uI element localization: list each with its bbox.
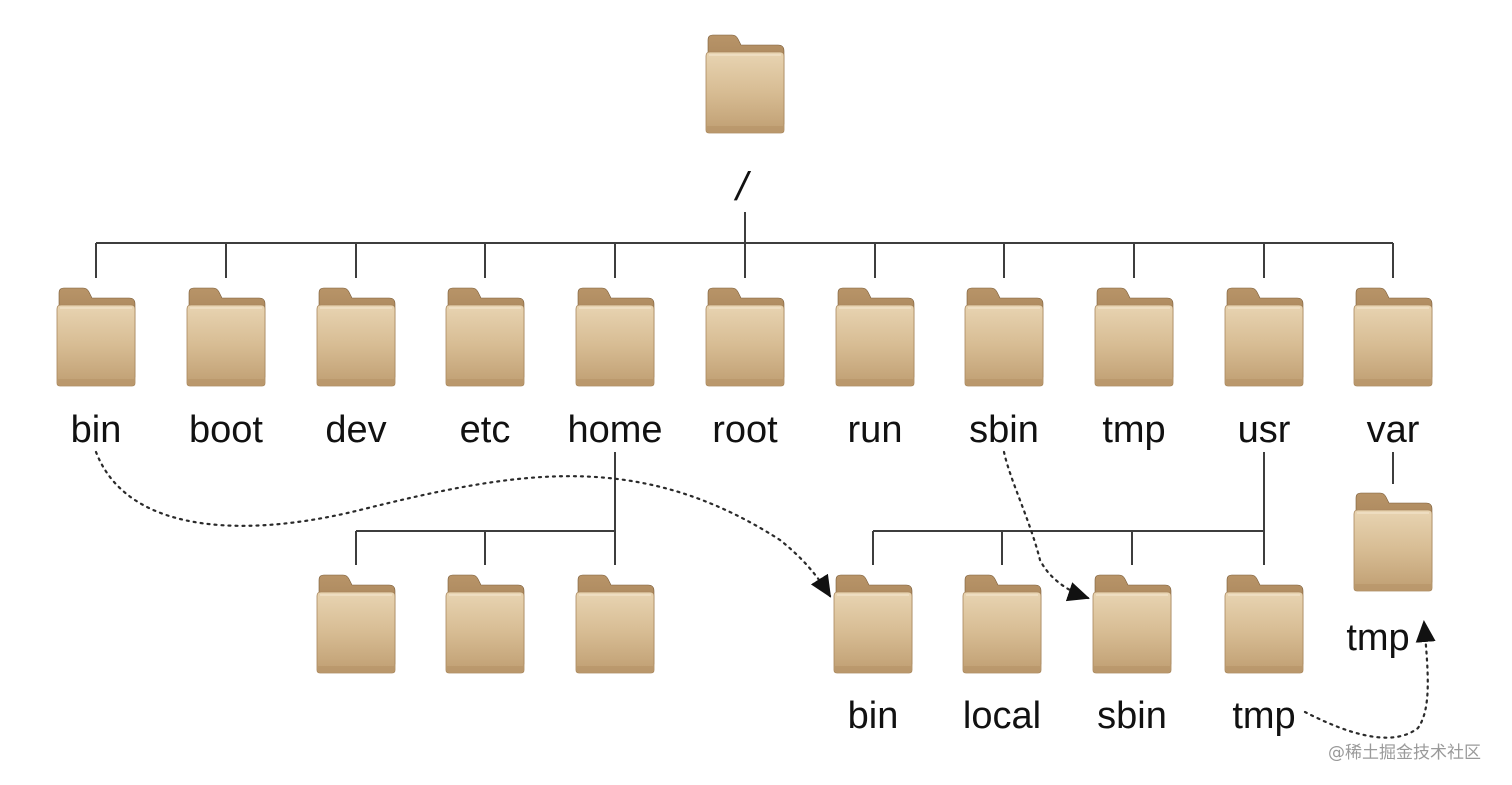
top-level-label-bin: bin (71, 409, 122, 451)
folder-labels: / bin boot dev etc home root run sbin tmp usr var bi… (71, 163, 1420, 737)
usr-child-label-bin: bin (848, 695, 899, 737)
symlink-arrow-usr-tmp-to-var-tmp (1303, 620, 1436, 739)
folder-run-icon (835, 287, 915, 387)
symlink-arrow-bin-to-usr-bin (94, 450, 832, 598)
top-level-label-sbin: sbin (969, 409, 1039, 451)
top-level-label-usr: usr (1238, 409, 1291, 451)
folder-icons (56, 34, 1433, 674)
top-level-label-home: home (567, 409, 662, 451)
usr-local-folder-icon (962, 574, 1042, 674)
folder-home-icon (575, 287, 655, 387)
tree-connector-lines (95, 212, 1394, 565)
usr-bin-folder-icon (833, 574, 913, 674)
usr-child-label-local: local (963, 695, 1041, 737)
usr-sbin-folder-icon (1092, 574, 1172, 674)
folder-tmp-icon (1094, 287, 1174, 387)
top-level-label-etc: etc (460, 409, 511, 451)
home-user-folder-icon (445, 574, 525, 674)
folder-boot-icon (186, 287, 266, 387)
top-level-label-boot: boot (189, 409, 263, 451)
folder-usr-icon (1224, 287, 1304, 387)
home-user-folder-icon (575, 574, 655, 674)
folder-root-icon (705, 287, 785, 387)
symlink-arrow-sbin-to-usr-sbin (1002, 450, 1090, 602)
top-level-label-root: root (712, 409, 778, 451)
usr-tmp-folder-icon (1224, 574, 1304, 674)
root-label: / (732, 163, 754, 208)
top-level-label-tmp: tmp (1102, 409, 1165, 451)
var-child-label-tmp: tmp (1346, 617, 1409, 659)
top-level-label-run: run (848, 409, 903, 451)
watermark-text: @稀土掘金技术社区 (1328, 743, 1481, 763)
var-tmp-folder-icon (1353, 492, 1433, 592)
folder-dev-icon (316, 287, 396, 387)
root-folder-icon (705, 34, 785, 134)
folder-bin-icon (56, 287, 136, 387)
folder-etc-icon (445, 287, 525, 387)
symlink-arrows (94, 450, 1436, 739)
usr-child-label-sbin: sbin (1097, 695, 1167, 737)
folder-var-icon (1353, 287, 1433, 387)
top-level-label-var: var (1367, 409, 1420, 451)
top-level-label-dev: dev (325, 409, 386, 451)
folder-sbin-icon (964, 287, 1044, 387)
home-user-folder-icon (316, 574, 396, 674)
usr-child-label-tmp: tmp (1232, 695, 1295, 737)
